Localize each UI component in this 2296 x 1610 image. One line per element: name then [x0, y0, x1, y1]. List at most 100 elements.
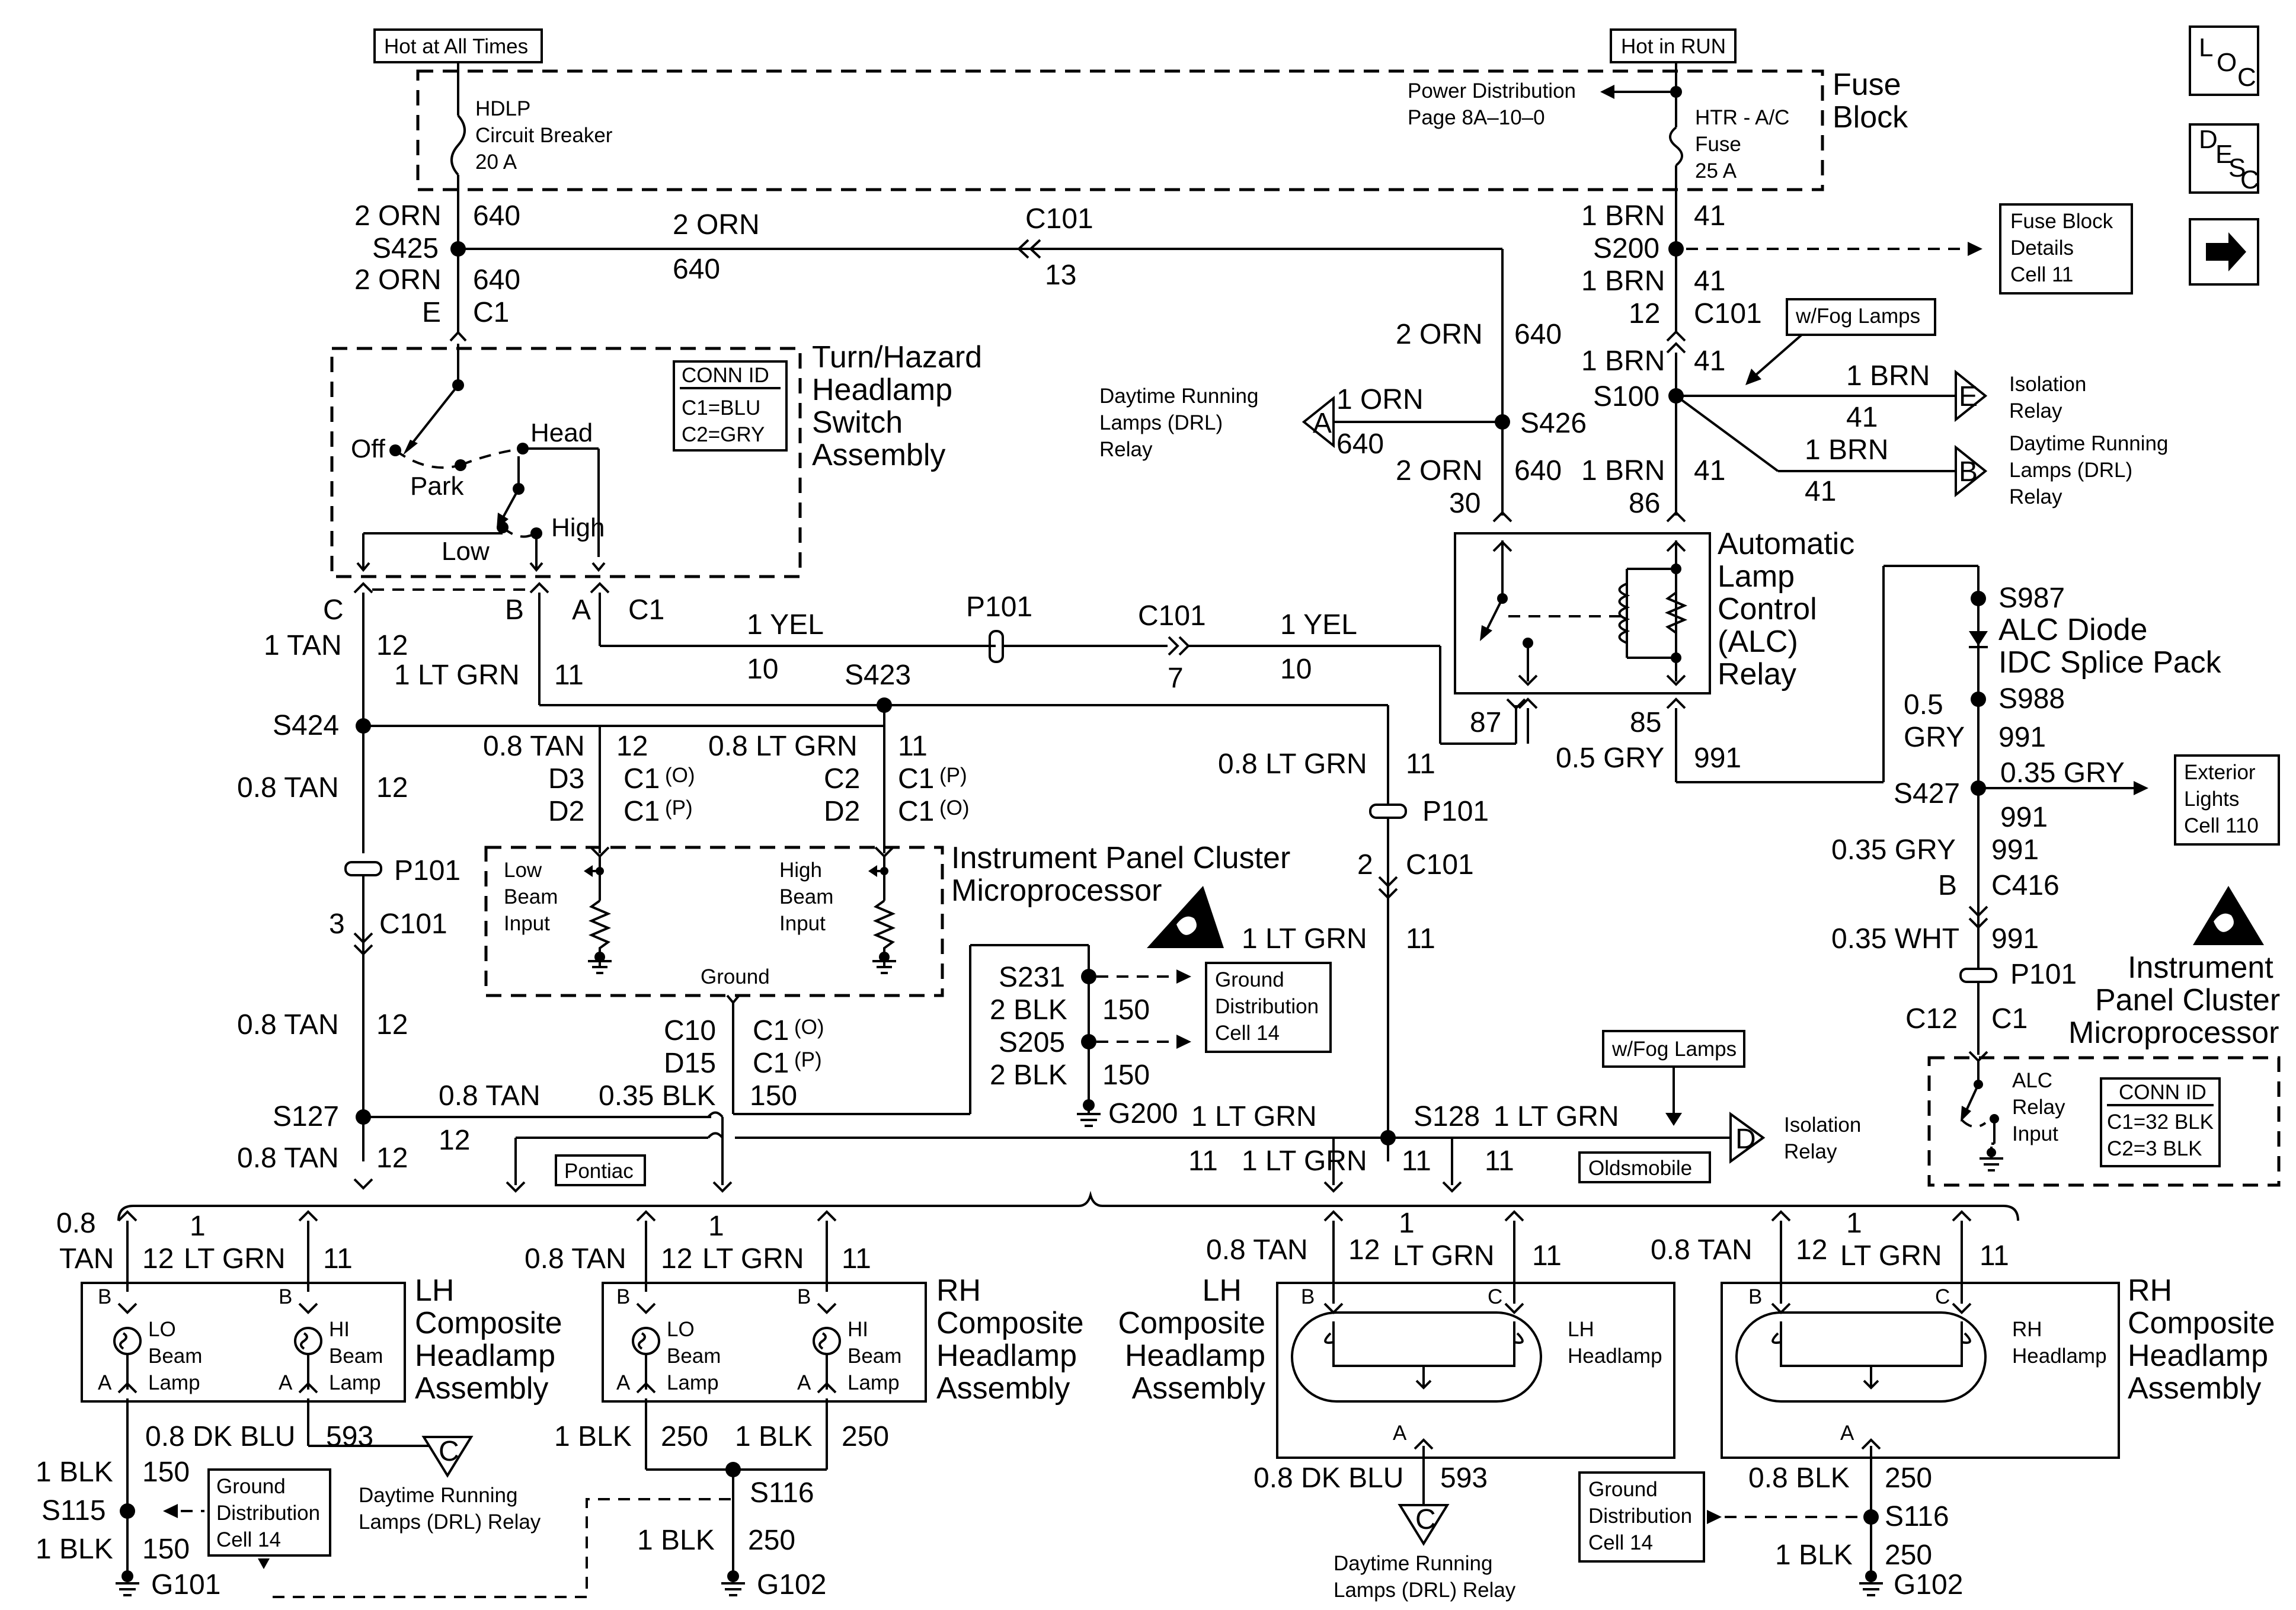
hot-in-run-box: [1610, 28, 1737, 63]
pin-label: C12: [1905, 1003, 1958, 1035]
isolation-relay-d-ref[interactable]: [1729, 1112, 1766, 1164]
connector-label: C1: [898, 796, 934, 827]
ipc-ground-label: Ground: [701, 965, 770, 988]
connector-label: P101: [2010, 959, 2077, 990]
conn-id-c2: C2=3 BLK: [2107, 1137, 2202, 1160]
rh-headlamp-label-2: Headlamp: [2012, 1345, 2107, 1368]
connector-label: P101: [1422, 796, 1489, 827]
wire-label: 0.8 LT GRN: [1218, 748, 1367, 780]
wire-label: 2 ORN: [1396, 319, 1483, 350]
fog-lamps-tag: [1602, 1030, 1745, 1068]
isolation-relay-e-ref[interactable]: [1955, 369, 1988, 422]
circuit-label: 150: [142, 1534, 190, 1565]
wire-label: 0.35 WHT: [1831, 923, 1959, 955]
lh-comp-title-3: Headlamp: [415, 1339, 555, 1373]
alc-title-5: Relay: [1718, 657, 1796, 692]
wire-label: 1 LT GRN: [394, 660, 520, 691]
switch-high-label: High: [551, 513, 605, 542]
pin-label: B: [1748, 1285, 1762, 1308]
lh-comp-title-2: Composite: [415, 1306, 562, 1340]
variant-brace: [117, 1190, 2019, 1221]
beam-label: Beam: [667, 1345, 721, 1368]
drl-relay-a-ref[interactable]: [1302, 395, 1335, 449]
circuit-label: 11: [1980, 1240, 2009, 1272]
wire-label-05: 0.5: [1904, 689, 1943, 721]
splice-s128-label: S128: [1414, 1101, 1480, 1132]
high-beam-label-1: High: [779, 859, 822, 882]
htr-rating-label: 25 A: [1695, 159, 1737, 183]
circuit-label: 640: [1514, 319, 1562, 350]
rh-composite-headlamp: [602, 1210, 927, 1576]
wire-label: 0.5 GRY: [1556, 742, 1664, 774]
drl-relay-c-ref[interactable]: [1398, 1504, 1450, 1546]
gd-label-3: Cell 14: [216, 1528, 281, 1551]
wire-label: 1 YEL: [1280, 609, 1357, 641]
arrow-left-icon: [1600, 85, 1614, 99]
wire-label: 1 YEL: [747, 609, 824, 641]
pin-label: A: [616, 1371, 631, 1394]
connector-label: C1: [898, 763, 934, 795]
circuit-label: 250: [842, 1421, 889, 1452]
desc-d: D: [2199, 125, 2218, 154]
wire-label: 1 BLK: [36, 1457, 113, 1488]
loc-o: O: [2217, 48, 2237, 77]
conn-id-c1: C1=BLU: [682, 396, 760, 420]
ground-g102-label: G102: [1894, 1569, 1963, 1601]
conn-id-title: CONN ID: [682, 364, 769, 387]
low-beam-label-2: Beam: [504, 885, 558, 908]
iso-relay-label-2: Relay: [1784, 1140, 1837, 1163]
switch-low-label: Low: [442, 537, 490, 566]
loc-l: L: [2199, 33, 2213, 62]
drl-label-1: Daytime Running: [359, 1484, 517, 1507]
rh-comp-title-4: Assembly: [936, 1371, 1070, 1406]
connector-label: C101: [1138, 600, 1206, 632]
fog-lamps-label: w/Fog Lamps: [1795, 305, 1920, 328]
power-distribution-page: Page 8A–10–0: [1408, 106, 1545, 129]
circuit-label: 12: [439, 1125, 470, 1156]
alc-relay-contacts: [1480, 540, 1688, 686]
exterior-lights-ref[interactable]: [2174, 754, 2280, 846]
lamp-label: Lamp: [329, 1371, 381, 1394]
next-button[interactable]: [2189, 218, 2259, 286]
iso-relay-label-2: Relay: [2009, 399, 2062, 422]
pin-label: B: [279, 1285, 292, 1308]
ground-distribution-ref[interactable]: [1578, 1471, 1705, 1563]
ground-distribution-ref[interactable]: [1205, 962, 1332, 1053]
conn-id-title: CONN ID: [2119, 1081, 2207, 1104]
circuit-label: 11: [1532, 1240, 1562, 1272]
arrow-right-icon: [2206, 232, 2246, 271]
circuit-label: 10: [747, 654, 778, 685]
ground-distribution-ref[interactable]: [207, 1468, 331, 1557]
drl-relay-b-ref[interactable]: [1955, 444, 1988, 498]
loc-button[interactable]: [2189, 25, 2259, 96]
circuit-label: 250: [1885, 1539, 1932, 1571]
esd-warning-icon: [2193, 886, 2264, 945]
lh-olds-title-3: Headlamp: [1125, 1339, 1265, 1373]
rh-olds-title-4: Assembly: [2128, 1371, 2261, 1406]
circuit-breaker-icon: [450, 114, 466, 176]
pin-label: B: [1938, 870, 1957, 901]
splice-s427-label: S427: [1894, 778, 1960, 809]
lamp-label: Lamp: [848, 1371, 900, 1394]
pin-label: 30: [1449, 488, 1480, 519]
lh-comp-title-1: LH: [415, 1273, 454, 1308]
wire-label: TAN: [59, 1243, 114, 1275]
fuse-block-title-1: Fuse: [1833, 68, 1901, 102]
alc-diode-label-1: ALC Diode: [1998, 613, 2147, 647]
gd-label-1: Ground: [1588, 1478, 1658, 1501]
fuse-block-details-ref[interactable]: [1999, 203, 2133, 295]
circuit-label: 12: [376, 1142, 408, 1174]
ipc-title-1: Instrument Panel Cluster: [951, 841, 1290, 875]
hot-in-run-label: Hot in RUN: [1621, 35, 1726, 58]
pin-label: D15: [664, 1048, 716, 1079]
drl-relay-c-ref[interactable]: [421, 1436, 474, 1478]
splice-s100-label: S100: [1593, 381, 1659, 412]
splice-s988-label: S988: [1998, 683, 2065, 715]
oldsmobile-label-box: [1578, 1151, 1711, 1183]
drl-label-3: Relay: [1099, 438, 1153, 461]
desc-button[interactable]: [2189, 123, 2259, 194]
fuse-icon: [1669, 126, 1683, 167]
pin-label: A: [1840, 1422, 1854, 1445]
wire-label: 1 BRN: [1581, 265, 1665, 297]
